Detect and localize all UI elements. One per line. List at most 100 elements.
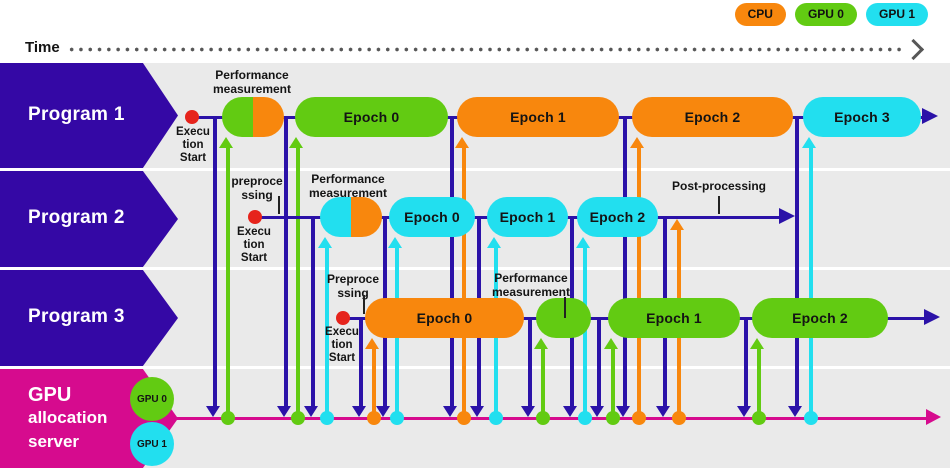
timeline-arrow-icon xyxy=(922,108,938,124)
request-arrow-down-icon xyxy=(443,406,457,417)
program-label: Program 3 xyxy=(28,306,125,327)
request-arrow-down-icon xyxy=(352,406,366,417)
request-arrow-down-icon xyxy=(206,406,220,417)
gpu-grant-dot xyxy=(367,411,381,425)
annotation-line: Preproce xyxy=(326,272,380,286)
request-arrow-down-icon xyxy=(616,406,630,417)
exec-start-dot xyxy=(248,210,262,224)
epoch-pill: Epoch 0 xyxy=(365,298,524,338)
exec-start-dot xyxy=(336,311,350,325)
program-label: Program 2 xyxy=(28,207,125,228)
response-arrow-up-icon xyxy=(534,338,548,349)
annotation-line: measurement xyxy=(212,82,292,96)
exec-start-label-line: Start xyxy=(328,352,356,364)
response-line xyxy=(541,347,545,418)
request-arrow-down-icon xyxy=(656,406,670,417)
gpu-grant-dot xyxy=(804,411,818,425)
gpu-grant-dot xyxy=(632,411,646,425)
response-arrow-up-icon xyxy=(630,137,644,148)
gpu-grant-dot xyxy=(390,411,404,425)
time-arrow-icon xyxy=(902,38,925,61)
annotation-line: measurement xyxy=(308,186,388,200)
response-arrow-up-icon xyxy=(802,137,816,148)
request-arrow-down-icon xyxy=(737,406,751,417)
performance-measurement-pill xyxy=(222,97,284,137)
gpu-circle-0: GPU 0 xyxy=(130,377,174,421)
response-arrow-up-icon xyxy=(318,237,332,248)
time-dotted-line xyxy=(67,47,903,52)
legend-item-gpu1: GPU 1 xyxy=(865,3,928,26)
response-line xyxy=(325,246,329,418)
annotation-line: ssing xyxy=(337,286,369,300)
request-line xyxy=(744,318,748,408)
request-arrow-down-icon xyxy=(590,406,604,417)
time-axis-label: Time xyxy=(25,39,60,56)
exec-start-label-line: Execu xyxy=(176,126,210,138)
request-arrow-down-icon xyxy=(277,406,291,417)
response-arrow-up-icon xyxy=(365,338,379,349)
annotation-tick xyxy=(718,196,720,214)
request-line xyxy=(213,117,217,408)
exec-start-label-line: Start xyxy=(240,252,268,264)
gpu-server-title-line: GPU xyxy=(28,384,72,406)
epoch-pill: Epoch 2 xyxy=(577,197,658,237)
program-label: Program 1 xyxy=(28,103,125,125)
performance-measurement-pill xyxy=(320,197,382,237)
response-arrow-up-icon xyxy=(388,237,402,248)
response-line xyxy=(462,146,466,418)
response-line xyxy=(809,146,813,418)
request-arrow-down-icon xyxy=(470,406,484,417)
gpu-grant-dot xyxy=(752,411,766,425)
legend-item-gpu0: GPU 0 xyxy=(794,3,857,26)
annotation-line: Performance xyxy=(311,172,385,186)
response-arrow-up-icon xyxy=(487,237,501,248)
chevron-program-3 xyxy=(0,270,178,366)
response-arrow-up-icon xyxy=(455,137,469,148)
request-line xyxy=(623,117,627,408)
epoch-pill: Epoch 2 xyxy=(752,298,888,338)
epoch-pill: Epoch 2 xyxy=(632,97,793,137)
gpu-line-arrow-icon xyxy=(926,409,941,425)
response-line xyxy=(226,146,230,418)
annotation-line: Post-processing xyxy=(671,179,767,193)
request-line xyxy=(450,117,454,408)
request-line xyxy=(284,117,288,408)
request-line xyxy=(311,217,315,408)
annotation-tick xyxy=(278,196,280,214)
request-line xyxy=(359,318,363,408)
response-arrow-up-icon xyxy=(670,219,684,230)
request-line xyxy=(597,318,601,408)
response-line xyxy=(637,146,641,418)
response-arrow-up-icon xyxy=(289,137,303,148)
gpu-grant-dot xyxy=(489,411,503,425)
gpu-grant-dot xyxy=(672,411,686,425)
gpu-grant-dot xyxy=(221,411,235,425)
gpu-server-title-line: allocation xyxy=(28,408,108,427)
response-arrow-up-icon xyxy=(219,137,233,148)
exec-start-label-line: Start xyxy=(179,152,207,164)
gpu-grant-dot xyxy=(536,411,550,425)
response-line xyxy=(372,347,376,418)
response-line xyxy=(296,146,300,418)
response-line xyxy=(611,347,615,418)
gpu-circle-1: GPU 1 xyxy=(130,422,174,466)
request-arrow-down-icon xyxy=(304,406,318,417)
response-arrow-up-icon xyxy=(604,338,618,349)
annotation-label: Post-processing xyxy=(672,179,766,193)
annotation-tick xyxy=(363,295,365,314)
exec-start-label-line: tion xyxy=(182,139,204,151)
annotation-line: measurement xyxy=(491,285,571,299)
exec-start-label-line: Execu xyxy=(237,226,271,238)
epoch-pill: Epoch 1 xyxy=(487,197,568,237)
exec-start-dot xyxy=(185,110,199,124)
chevron-program-1 xyxy=(0,63,178,168)
annotation-line: preproce xyxy=(231,174,283,188)
chevron-program-2 xyxy=(0,171,178,267)
